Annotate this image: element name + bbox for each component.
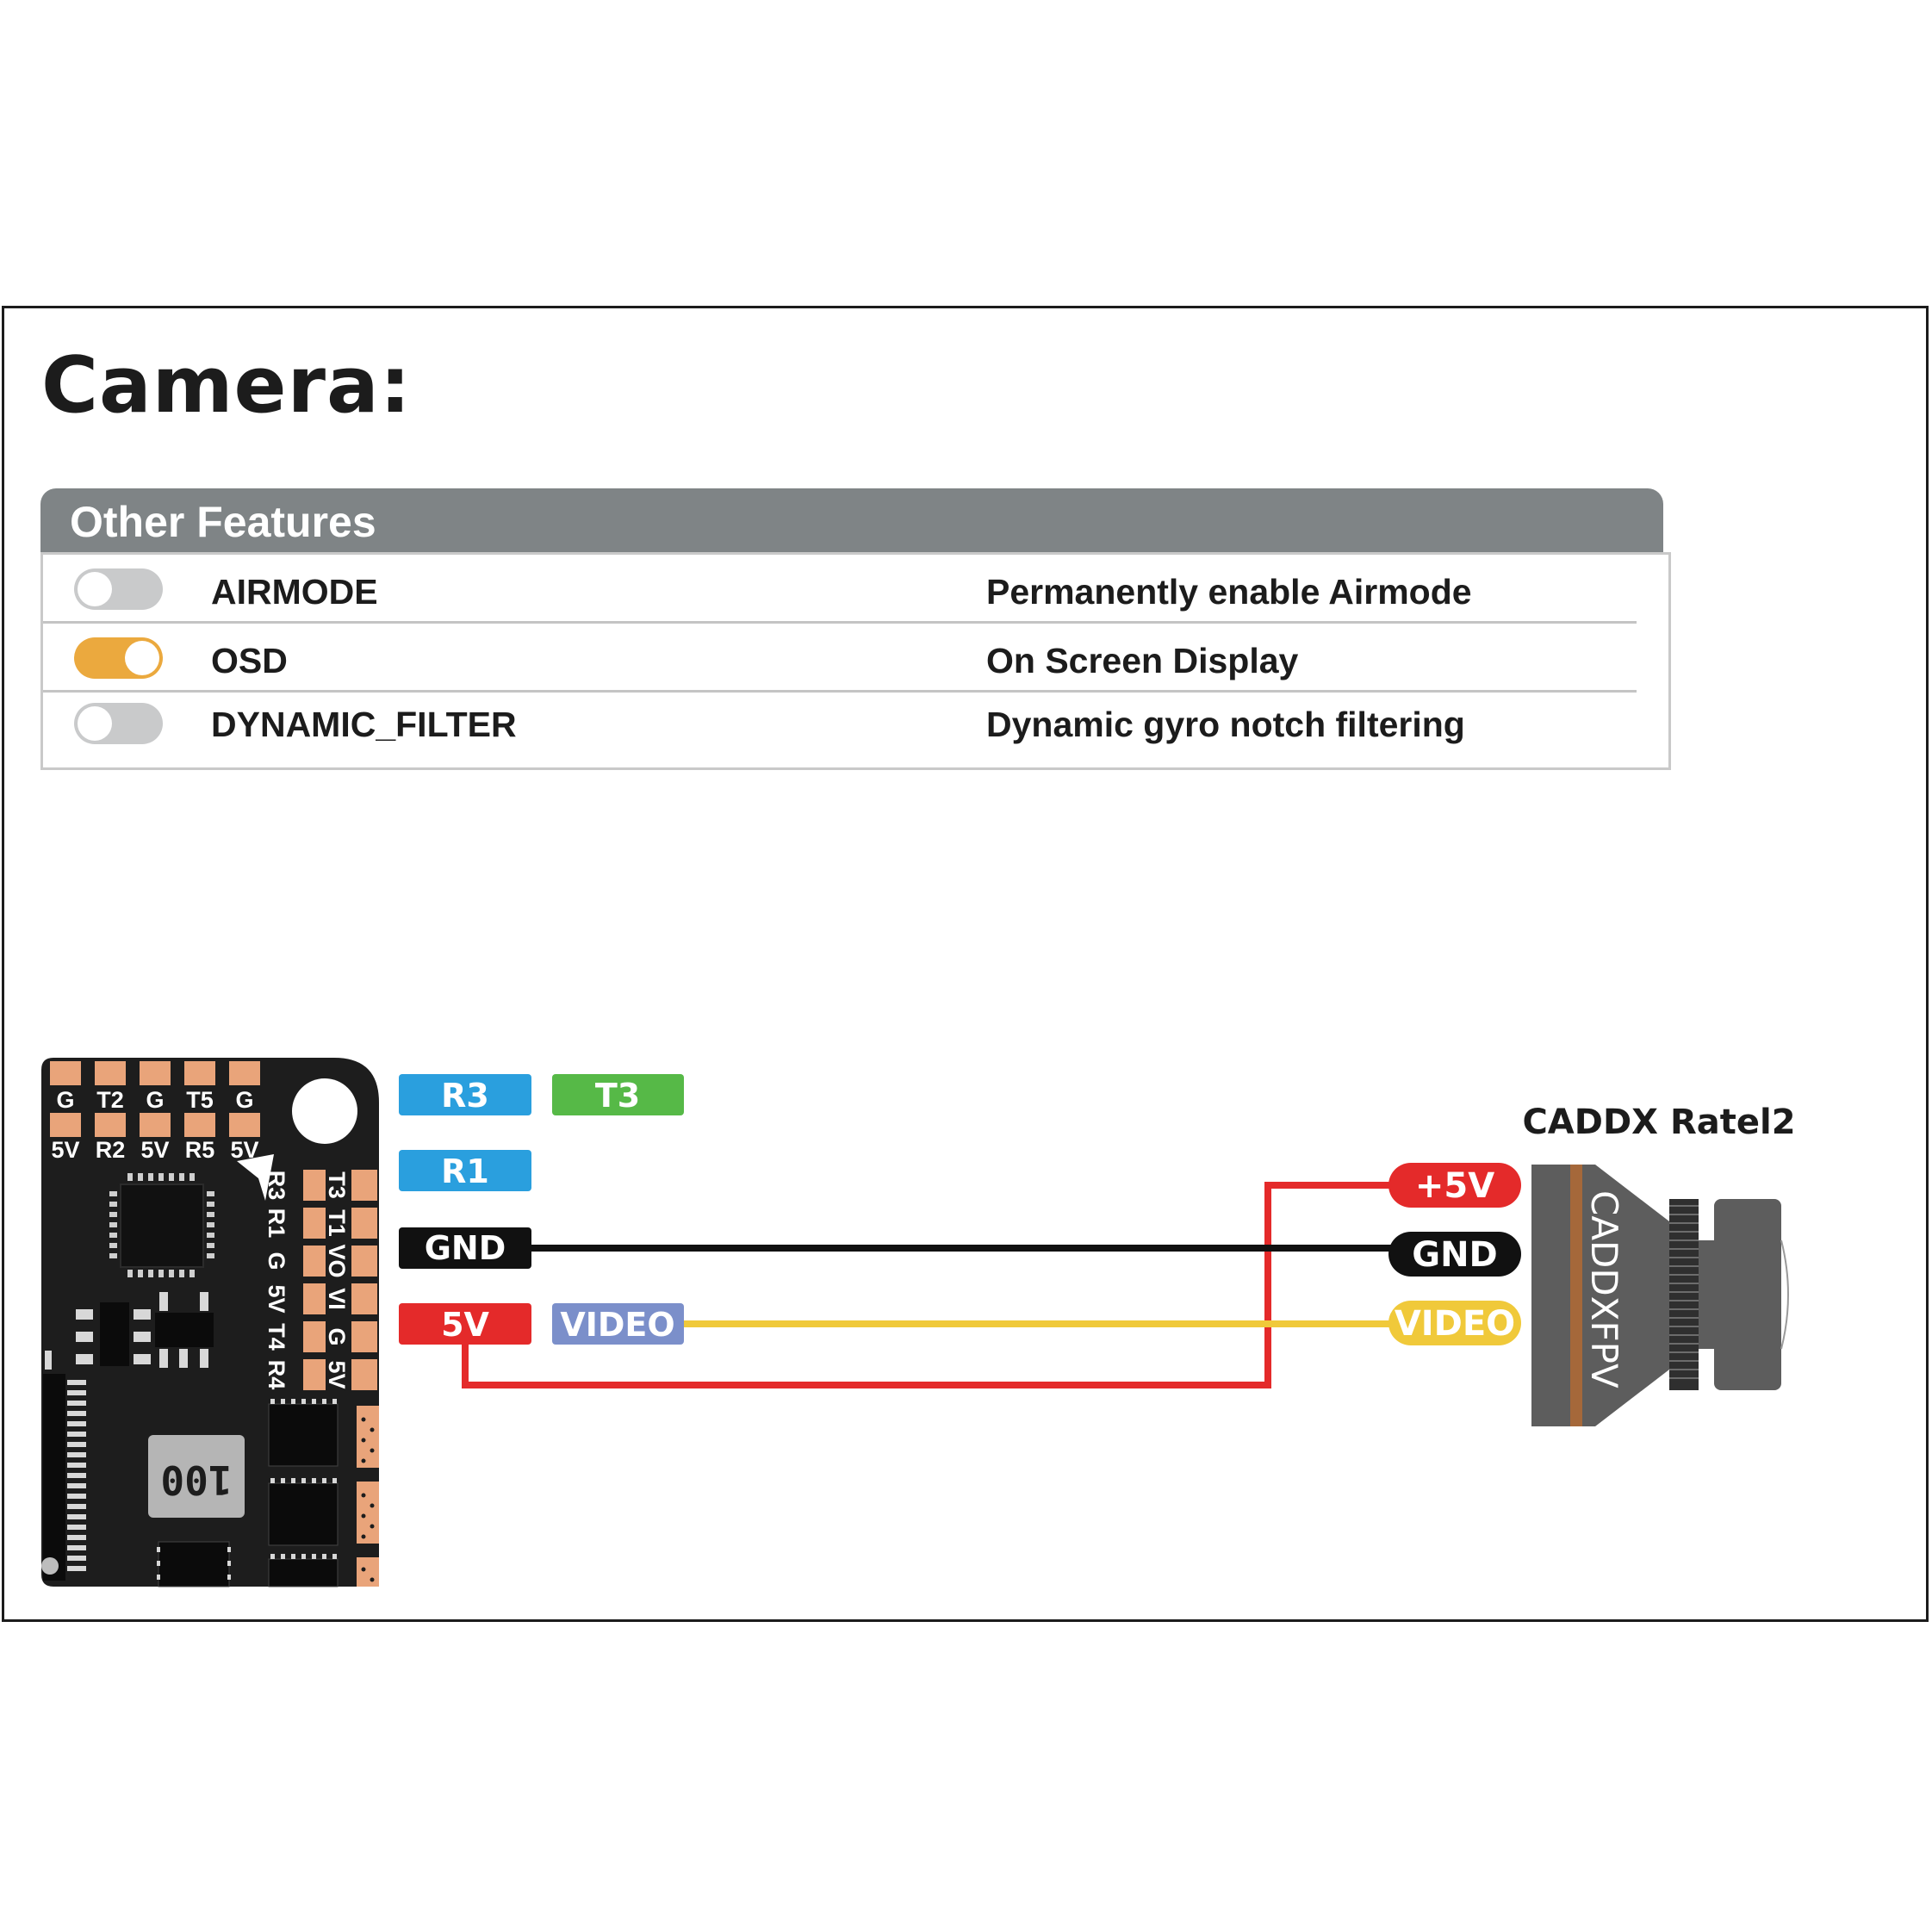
inductor: [148, 1435, 245, 1518]
direction-arrow-icon: [237, 1154, 274, 1201]
pad-label: T2: [96, 1087, 124, 1113]
wires: [462, 1182, 1395, 1388]
feature-row-airmode: AIRMODE Permanently enable Airmode: [43, 555, 1637, 624]
features-panel: AIRMODE Permanently enable Airmode OSD O…: [40, 552, 1671, 770]
pad-label: 5V: [324, 1360, 350, 1388]
pad-label: G: [146, 1087, 164, 1113]
tag-video-label: VIDEO: [560, 1306, 674, 1344]
features-panel-header: Other Features: [40, 488, 1663, 552]
pad-label: 5V: [264, 1284, 289, 1313]
camera-lens: [1714, 1199, 1781, 1390]
pad-label: 5V: [140, 1137, 169, 1163]
inductor-label: 100: [160, 1457, 232, 1503]
row-divider: [43, 690, 1637, 693]
airmode-toggle[interactable]: [74, 568, 163, 610]
tag-5v: [399, 1303, 531, 1345]
tag-r3-label: R3: [441, 1077, 489, 1115]
feature-description: Permanently enable Airmode: [986, 572, 1472, 612]
feature-row-dynamic-filter: DYNAMIC_FILTER Dynamic gyro notch filter…: [43, 693, 1637, 760]
tag-video: [552, 1303, 684, 1345]
camera-pin-5v: [1388, 1163, 1521, 1208]
pad-label: G: [324, 1327, 350, 1345]
features-panel-title: Other Features: [70, 498, 376, 546]
mounting-hole: [292, 1078, 357, 1144]
pad-label: 5V: [51, 1137, 79, 1163]
pad-label: R1: [264, 1208, 289, 1239]
camera-pin-gnd: [1388, 1232, 1521, 1277]
feature-description: Dynamic gyro notch filtering: [986, 705, 1465, 744]
dynamic-filter-toggle[interactable]: [74, 703, 163, 744]
toggle-knob: [78, 706, 112, 741]
pad-label: T3: [324, 1171, 350, 1199]
feature-name: DYNAMIC_FILTER: [211, 705, 517, 744]
pad-label: R4: [264, 1360, 289, 1390]
camera-pin-gnd-label: GND: [1412, 1235, 1498, 1275]
tag-r1: [399, 1150, 531, 1191]
tag-t3: [552, 1074, 684, 1115]
tag-r3: [399, 1074, 531, 1115]
tag-5v-label: 5V: [441, 1306, 489, 1344]
osd-toggle[interactable]: [74, 637, 163, 679]
top-pads: [50, 1061, 260, 1137]
toggle-knob: [78, 572, 112, 606]
pad-label: T5: [186, 1087, 214, 1113]
camera-pin-video-label: VIDEO: [1395, 1304, 1515, 1344]
pad-label: T4: [264, 1323, 289, 1351]
tag-r1-label: R1: [441, 1152, 489, 1190]
flight-controller-board: G T2 G T5 G 5V R2 5V R5 5V: [41, 1058, 379, 1587]
pad-label: G: [56, 1087, 74, 1113]
row-divider: [43, 621, 1637, 624]
pad-label: G: [264, 1252, 289, 1270]
feature-name: AIRMODE: [211, 572, 378, 612]
pad-label: T1: [324, 1209, 350, 1237]
toggle-knob: [125, 641, 159, 675]
tag-gnd-label: GND: [425, 1229, 506, 1267]
pad-label: R5: [185, 1137, 215, 1163]
side-pads: [303, 1170, 377, 1390]
feature-row-osd: OSD On Screen Display: [43, 624, 1637, 693]
diagram-frame: [2, 306, 1929, 1622]
pad-label: G: [235, 1087, 253, 1113]
tag-t3-label: T3: [595, 1077, 640, 1115]
camera-pin-video: [1388, 1301, 1521, 1345]
feature-name: OSD: [211, 641, 288, 680]
power-wire: [462, 1182, 1395, 1388]
pad-label: R2: [96, 1137, 126, 1163]
camera-title: CADDX Ratel2: [1522, 1103, 1795, 1142]
pad-label: VI: [324, 1288, 350, 1310]
camera-body-text: CADDXFPV: [1583, 1190, 1625, 1388]
feature-description: On Screen Display: [986, 641, 1299, 680]
pad-label: VO: [324, 1244, 350, 1277]
camera: CADDXFPV: [1531, 1165, 1789, 1426]
page-title: Camera:: [41, 340, 412, 431]
mcu-chip: [120, 1183, 204, 1268]
pad-label: R3: [264, 1171, 289, 1201]
camera-pin-5v-label: +5V: [1415, 1166, 1494, 1206]
tag-gnd: [399, 1227, 531, 1269]
